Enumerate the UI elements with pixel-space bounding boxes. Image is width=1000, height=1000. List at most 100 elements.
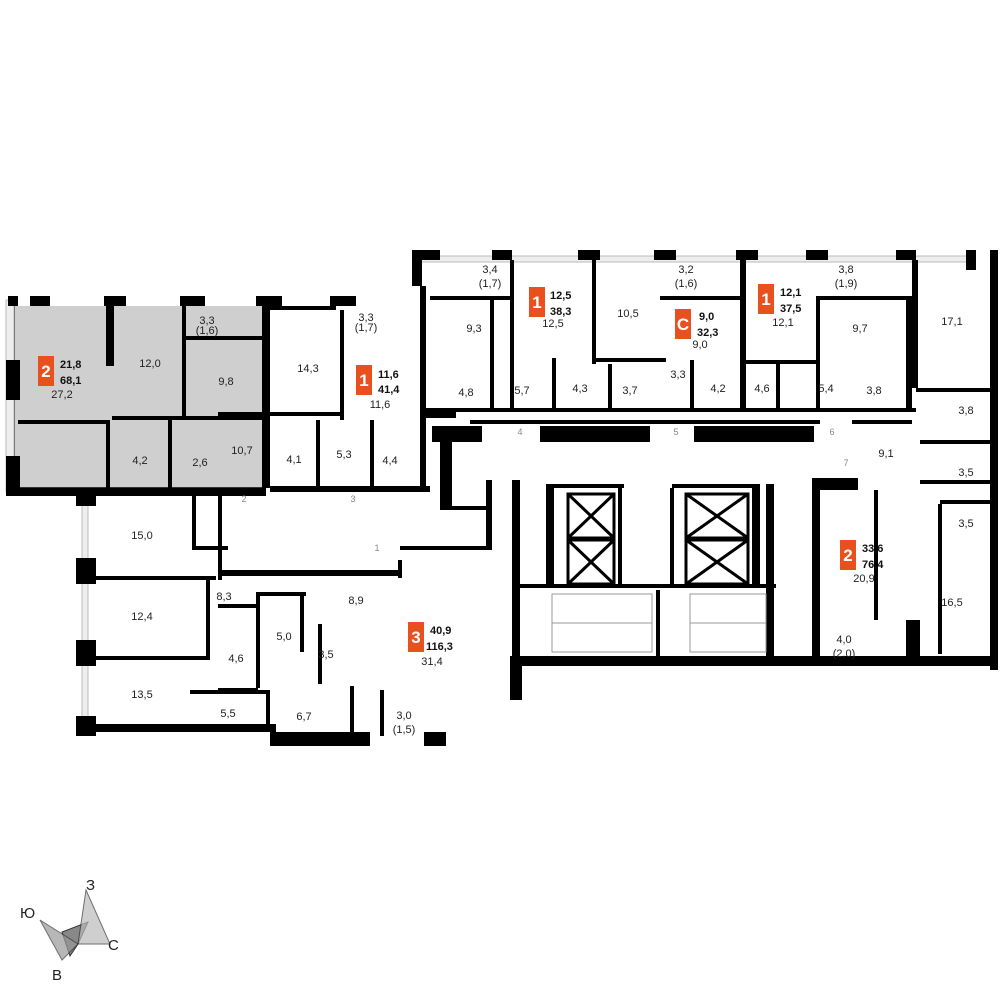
room-area-label: 4,6 [754, 383, 769, 395]
room-area-label: 3,5 [958, 518, 973, 530]
room-area-label: 9,3 [466, 323, 481, 335]
room-area-label: 3,8 [866, 385, 881, 397]
room-area-label: 3,5 [318, 649, 333, 661]
highlight-fill [14, 306, 265, 488]
apartment-badge-a1[interactable]: 2 21,8 68,1 [38, 356, 81, 387]
compass: З Ю С В [20, 877, 119, 984]
room-area-label: 4,3 [572, 383, 587, 395]
room-area-label: 17,1 [941, 316, 962, 328]
badge-total-area: 76,4 [862, 559, 884, 571]
badge-swatch [356, 365, 372, 395]
room-area-label: 5,0 [276, 631, 291, 643]
room-area-label: 14,3 [297, 363, 318, 375]
badge-swatch [38, 356, 54, 386]
room-area-label: 12,4 [131, 611, 152, 623]
room-area-label: (1,6) [196, 325, 219, 337]
room-area-label: 16,5 [941, 597, 962, 609]
room-area-label: (2,0) [833, 648, 856, 660]
apartment-badge-a5[interactable]: 1 12,1 37,5 [758, 284, 801, 315]
stair-number: 2 [241, 494, 246, 504]
badge-living-area: 11,6 [378, 369, 399, 381]
room-area-label: 8,9 [348, 595, 363, 607]
stair-number: 5 [673, 427, 678, 437]
room-area-label: 12,5 [542, 318, 563, 330]
room-area-label: 5,5 [220, 708, 235, 720]
room-area-label: 3,3 [670, 369, 685, 381]
interior-walls [18, 260, 996, 736]
stair-number: 7 [843, 458, 848, 468]
room-area-label: 5,4 [818, 383, 833, 395]
stair-number: 1 [374, 543, 379, 553]
badge-living-area: 40,9 [430, 625, 451, 637]
apartment-badge-a4[interactable]: С 9,0 32,3 [675, 309, 718, 339]
room-area-label: 3,8 [958, 405, 973, 417]
room-area-label: (1,7) [479, 278, 502, 290]
room-area-label: 4,1 [286, 454, 301, 466]
room-area-label: 3,0 [396, 710, 411, 722]
room-area-label: 4,8 [458, 387, 473, 399]
room-area-label: 13,5 [131, 689, 152, 701]
room-area-label: (1,7) [355, 322, 378, 334]
badge-rooms: 2 [843, 546, 852, 565]
room-area-label: 10,5 [617, 308, 638, 320]
badge-living-area: 21,8 [60, 359, 81, 371]
badge-living-area: 12,5 [550, 290, 571, 302]
stair-number: 3 [350, 494, 355, 504]
room-area-label: 12,1 [772, 317, 793, 329]
room-area-label: 20,9 [853, 573, 874, 585]
room-area-label: 12,0 [139, 358, 160, 370]
apartment-badge-a3[interactable]: 1 12,5 38,3 [529, 287, 571, 318]
badge-rooms: С [677, 315, 689, 334]
badge-rooms: 2 [41, 362, 50, 381]
badge-total-area: 41,4 [378, 384, 400, 396]
badge-rooms: 1 [532, 293, 541, 312]
badge-rooms: 3 [411, 628, 420, 647]
staircases [551, 593, 767, 653]
badge-total-area: 116,3 [426, 641, 453, 653]
room-area-label: 11,6 [370, 399, 391, 411]
badge-total-area: 68,1 [60, 375, 81, 387]
room-area-label: 4,4 [382, 455, 397, 467]
room-area-label: 2,6 [192, 457, 207, 469]
room-area-label: 3,3 [199, 315, 214, 327]
room-area-label: 3,8 [838, 264, 853, 276]
apartment-badge-a7[interactable]: 3 40,9 116,3 [408, 622, 453, 653]
room-area-label: 5,3 [336, 449, 351, 461]
room-area-label: 4,0 [836, 634, 851, 646]
stair-numbers: 1 2 3 4 5 6 7 [241, 427, 848, 553]
room-area-label: 4,2 [710, 383, 725, 395]
highlighted-apartment[interactable] [14, 306, 265, 488]
room-area-label: 5,7 [514, 385, 529, 397]
badge-total-area: 38,3 [550, 306, 571, 318]
apartment-badge-a6[interactable]: 2 33,6 76,4 [840, 540, 884, 571]
badge-total-area: 32,3 [697, 327, 718, 339]
room-area-label: 8,3 [216, 591, 231, 603]
badge-swatch [675, 309, 691, 339]
room-area-label: 9,8 [218, 376, 233, 388]
room-labels: 27,2 12,0 9,8 10,7 4,2 2,6 3,3 (1,6) 14,… [51, 264, 973, 736]
badge-rooms: 1 [359, 371, 368, 390]
badge-swatch [840, 540, 856, 570]
room-area-label: 4,6 [228, 653, 243, 665]
room-area-label: 10,7 [231, 445, 252, 457]
room-area-label: 9,1 [878, 448, 893, 460]
room-area-label: 3,2 [678, 264, 693, 276]
badge-living-area: 12,1 [780, 287, 801, 299]
badge-swatch [408, 622, 424, 652]
compass-north-label: З [86, 877, 95, 894]
room-area-label: 4,2 [132, 455, 147, 467]
room-area-label: 3,5 [958, 467, 973, 479]
room-area-label: (1,9) [835, 278, 858, 290]
compass-south-label: В [52, 967, 62, 984]
room-area-label: 9,7 [852, 323, 867, 335]
room-area-label: (1,5) [393, 724, 416, 736]
badge-swatch [758, 284, 774, 314]
stair-number: 6 [829, 427, 834, 437]
room-area-label: 31,4 [421, 656, 442, 668]
room-area-label: 15,0 [131, 530, 152, 542]
apartment-badge-a2[interactable]: 1 11,6 41,4 [356, 365, 400, 396]
elevators [566, 492, 750, 586]
badge-swatch [529, 287, 545, 317]
badge-living-area: 9,0 [699, 311, 714, 323]
